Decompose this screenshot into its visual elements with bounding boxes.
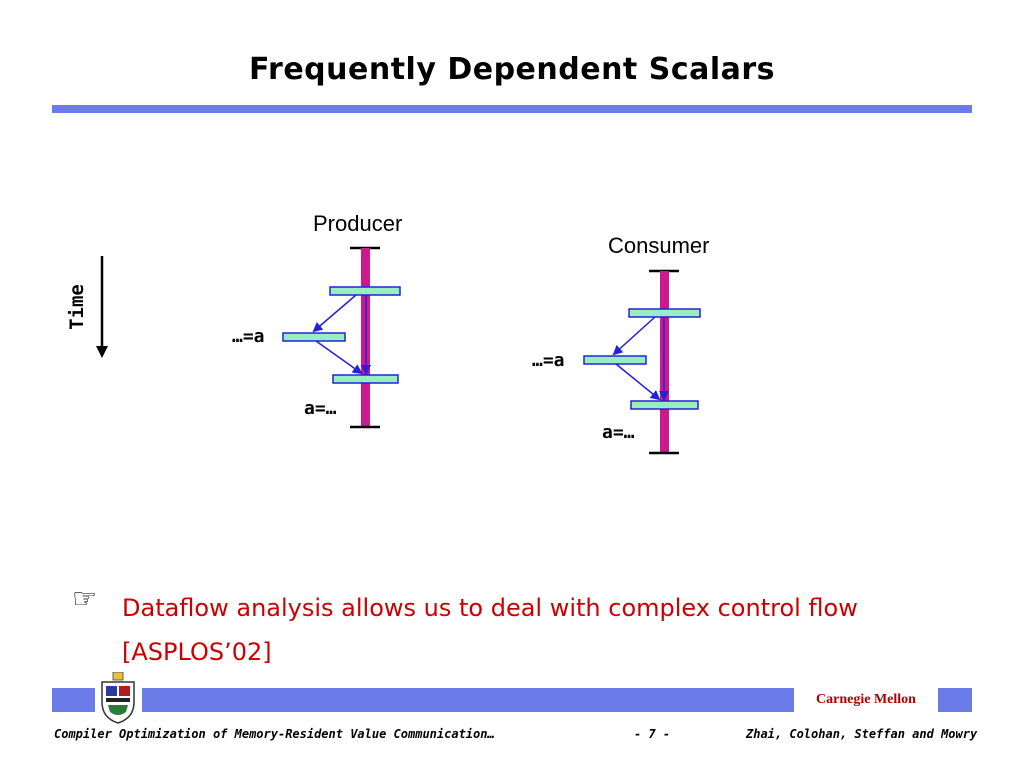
footer-bar-right <box>938 688 972 712</box>
producer-thread <box>282 246 401 429</box>
pointing-hand-icon: ☞ <box>72 582 98 615</box>
footer-presentation-title: Compiler Optimization of Memory-Resident… <box>54 727 495 741</box>
producer-arrow-merge <box>315 340 363 375</box>
footer-bar-left <box>52 688 95 712</box>
consumer-arrow-merge <box>615 363 661 401</box>
consumer-use-block <box>583 355 647 365</box>
producer-use-block <box>282 332 346 342</box>
consumer-use-label: …=a <box>532 350 565 371</box>
university-crest-icon <box>101 672 135 724</box>
consumer-arrow-to-use <box>612 316 656 356</box>
bullet-line-1: Dataflow analysis allows us to deal with… <box>122 594 858 622</box>
producer-branch-block <box>329 286 401 296</box>
producer-use-label: …=a <box>232 326 265 347</box>
producer-def-label: a=… <box>304 398 337 419</box>
producer-label: Producer <box>313 211 403 236</box>
consumer-branch-block <box>628 308 701 318</box>
consumer-def-label: a=… <box>602 422 635 443</box>
consumer-def-block <box>630 400 699 410</box>
time-arrow <box>96 256 108 358</box>
footer-page-number: - 7 - <box>634 727 671 741</box>
footer-bar-middle <box>142 688 794 712</box>
slide-title: Frequently Dependent Scalars <box>248 52 776 87</box>
consumer-label: Consumer <box>608 233 710 258</box>
bullet-line-2: [ASPLOS’02] <box>122 638 272 666</box>
carnegie-mellon-brand: Carnegie Mellon <box>816 692 916 707</box>
producer-arrow-to-use <box>312 294 357 333</box>
title-rule <box>52 105 972 113</box>
footer-authors: Zhai, Colohan, Steffan and Mowry <box>746 727 978 741</box>
consumer-thread <box>583 269 701 455</box>
producer-def-block <box>332 374 399 384</box>
